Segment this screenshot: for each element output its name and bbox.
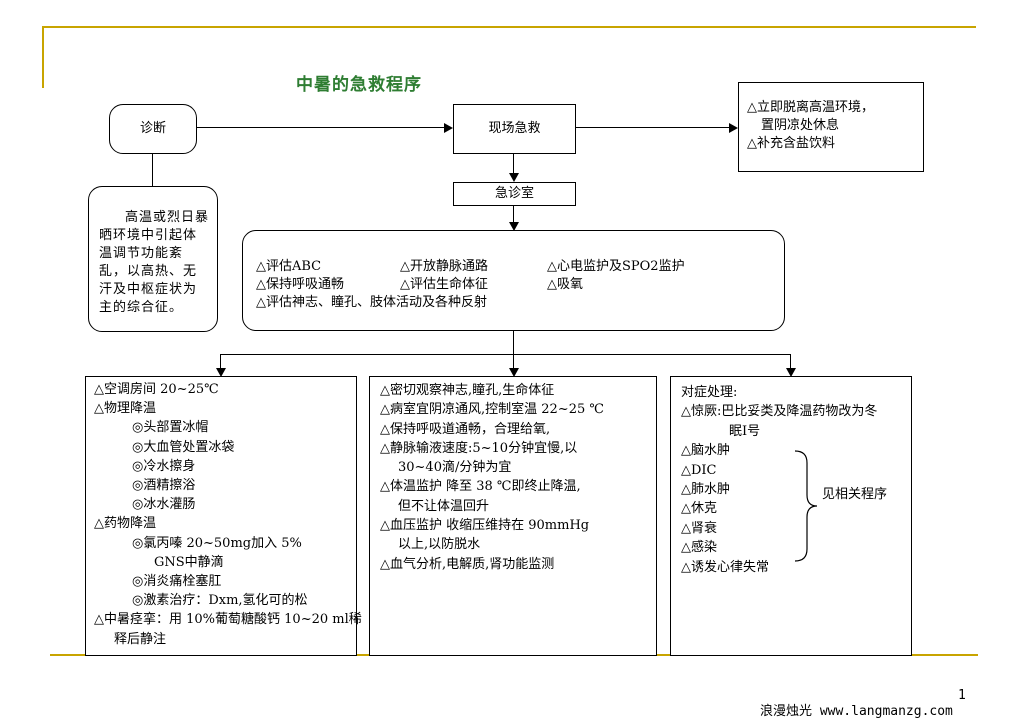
mid-item: △保持呼吸道通畅，合理给氧, bbox=[380, 421, 551, 437]
node-box-mid: △密切观察神志,瞳孔,生命体征 △病室宜阴凉通风,控制室温 22~25 ℃ △保… bbox=[369, 376, 657, 656]
line-branch-horizontal bbox=[220, 354, 791, 355]
line-diagnosis-definition bbox=[152, 154, 153, 187]
assess-col3-1: △心电监护及SPO2监护 bbox=[547, 259, 685, 274]
node-er-label: 急诊室 bbox=[494, 186, 534, 201]
right-item: △脑水肿 bbox=[681, 443, 730, 459]
right-item: △惊厥:巴比妥类及降温药物改为冬 bbox=[681, 404, 878, 420]
left-item: ◎大血管处置冰袋 bbox=[132, 439, 235, 455]
left-item: GNS中静滴 bbox=[154, 554, 224, 570]
mid-item: △静脉输液速度:5~10分钟宜慢,以 bbox=[380, 440, 578, 456]
left-item: ◎氯丙嗪 20~50mg加入 5% bbox=[132, 535, 302, 551]
page-number: 1 bbox=[958, 688, 966, 703]
assess-col1-2: △保持呼吸通畅 bbox=[256, 277, 344, 292]
arrow-scene-right bbox=[576, 127, 730, 128]
line-er-assess bbox=[513, 206, 514, 223]
arrowhead-down-right bbox=[786, 368, 796, 377]
node-assessment: △评估ABC △保持呼吸通畅 △开放静脉通路 △评估生命体征 △心电监护及SPO… bbox=[242, 230, 785, 331]
node-diagnosis: 诊断 bbox=[109, 104, 197, 154]
assess-col1-1: △评估ABC bbox=[256, 259, 322, 274]
see-also-label: 见相关程序 bbox=[822, 487, 888, 502]
node-scene: 现场急救 bbox=[453, 104, 576, 154]
left-item: △中暑痉挛：用 10%葡萄糖酸钙 10~20 ml稀 bbox=[94, 612, 362, 628]
right-top-line-1: △立即脱离高温环境， bbox=[747, 100, 874, 115]
left-item: ◎冷水擦身 bbox=[132, 458, 196, 474]
mid-item: △密切观察神志,瞳孔,生命体征 bbox=[380, 383, 555, 398]
line-branch-left bbox=[220, 354, 221, 369]
left-item: ◎冰水灌肠 bbox=[132, 497, 196, 513]
left-item: ◎消炎痛栓塞肛 bbox=[132, 574, 222, 590]
right-item: 眠Ⅰ号 bbox=[729, 423, 761, 439]
mid-item: △血压监护 收缩压维持在 90mmHg bbox=[380, 518, 590, 534]
arrowhead-right-2 bbox=[729, 123, 738, 133]
assess-col3-2: △吸氧 bbox=[547, 277, 583, 292]
node-er: 急诊室 bbox=[453, 182, 576, 206]
node-box-right: 对症处理: △惊厥:巴比妥类及降温药物改为冬 眠Ⅰ号 △脑水肿 △DIC △肺水… bbox=[670, 376, 912, 656]
footer-watermark: 浪漫烛光 www.langmanzg.com bbox=[760, 704, 953, 719]
left-item: ◎头部置冰帽 bbox=[132, 420, 209, 436]
arrowhead-down-mid bbox=[509, 368, 519, 377]
line-scene-er bbox=[513, 154, 514, 174]
node-scene-label: 现场急救 bbox=[488, 121, 541, 136]
right-item: △休克 bbox=[681, 501, 717, 517]
arrow-diagnosis-scene bbox=[197, 127, 445, 128]
page-title: 中暑的急救程序 bbox=[296, 75, 422, 95]
arrowhead-down-left bbox=[216, 368, 226, 377]
left-item: △空调房间 20~25℃ bbox=[94, 382, 219, 397]
left-item: 释后静注 bbox=[114, 631, 167, 647]
node-right-top: △立即脱离高温环境， 置阴凉处休息 △补充含盐饮料 bbox=[738, 82, 924, 172]
arrowhead-right-1 bbox=[444, 123, 453, 133]
right-item: △诱发心律失常 bbox=[681, 559, 769, 575]
right-top-line-3: △补充含盐饮料 bbox=[747, 136, 835, 151]
left-item: △药物降温 bbox=[94, 516, 156, 532]
mid-item: △血气分析,电解质,肾功能监测 bbox=[380, 556, 555, 572]
node-diagnosis-label: 诊断 bbox=[139, 121, 166, 136]
mid-item: 但不让体温回升 bbox=[398, 498, 490, 514]
left-item: ◎激素治疗：Dxm,氢化可的松 bbox=[132, 593, 308, 609]
mid-item: 以上,以防脱水 bbox=[398, 537, 481, 553]
left-rule bbox=[42, 26, 44, 88]
mid-item: △病室宜阴凉通风,控制室温 22~25 ℃ bbox=[380, 402, 604, 418]
left-item: △物理降温 bbox=[94, 401, 156, 417]
right-item: △肺水肿 bbox=[681, 482, 730, 498]
assess-wide: △评估神志、瞳孔、肢体活动及各种反射 bbox=[256, 295, 487, 310]
right-item: △感染 bbox=[681, 540, 717, 556]
left-item: ◎酒精擦浴 bbox=[132, 478, 196, 494]
curly-brace bbox=[794, 450, 818, 562]
mid-item: 30~40滴/分钟为宜 bbox=[398, 460, 512, 476]
arrowhead-down-2 bbox=[509, 222, 519, 231]
arrowhead-down-1 bbox=[509, 173, 519, 182]
line-branch-right bbox=[790, 354, 791, 369]
assess-col2-1: △开放静脉通路 bbox=[400, 259, 488, 274]
definition-text: 高温或烈日暴晒环境中引起体温调节功能紊乱，以高热、无汗及中枢症状为主的综合征。 bbox=[99, 210, 210, 315]
node-box-left: △空调房间 20~25℃ △物理降温 ◎头部置冰帽 ◎大血管处置冰袋 ◎冷水擦身… bbox=[85, 376, 362, 656]
line-assess-branch bbox=[513, 331, 514, 354]
right-item: △肾衰 bbox=[681, 520, 717, 536]
line-branch-mid bbox=[513, 354, 514, 369]
right-item: △DIC bbox=[681, 462, 717, 478]
mid-item: △体温监护 降至 38 ℃即终止降温, bbox=[380, 479, 581, 495]
assess-col2-2: △评估生命体征 bbox=[400, 277, 488, 292]
top-rule bbox=[42, 26, 976, 28]
right-header: 对症处理: bbox=[681, 385, 738, 400]
right-top-line-2: 置阴凉处休息 bbox=[761, 118, 840, 133]
node-definition: 高温或烈日暴晒环境中引起体温调节功能紊乱，以高热、无汗及中枢症状为主的综合征。 bbox=[88, 186, 218, 332]
